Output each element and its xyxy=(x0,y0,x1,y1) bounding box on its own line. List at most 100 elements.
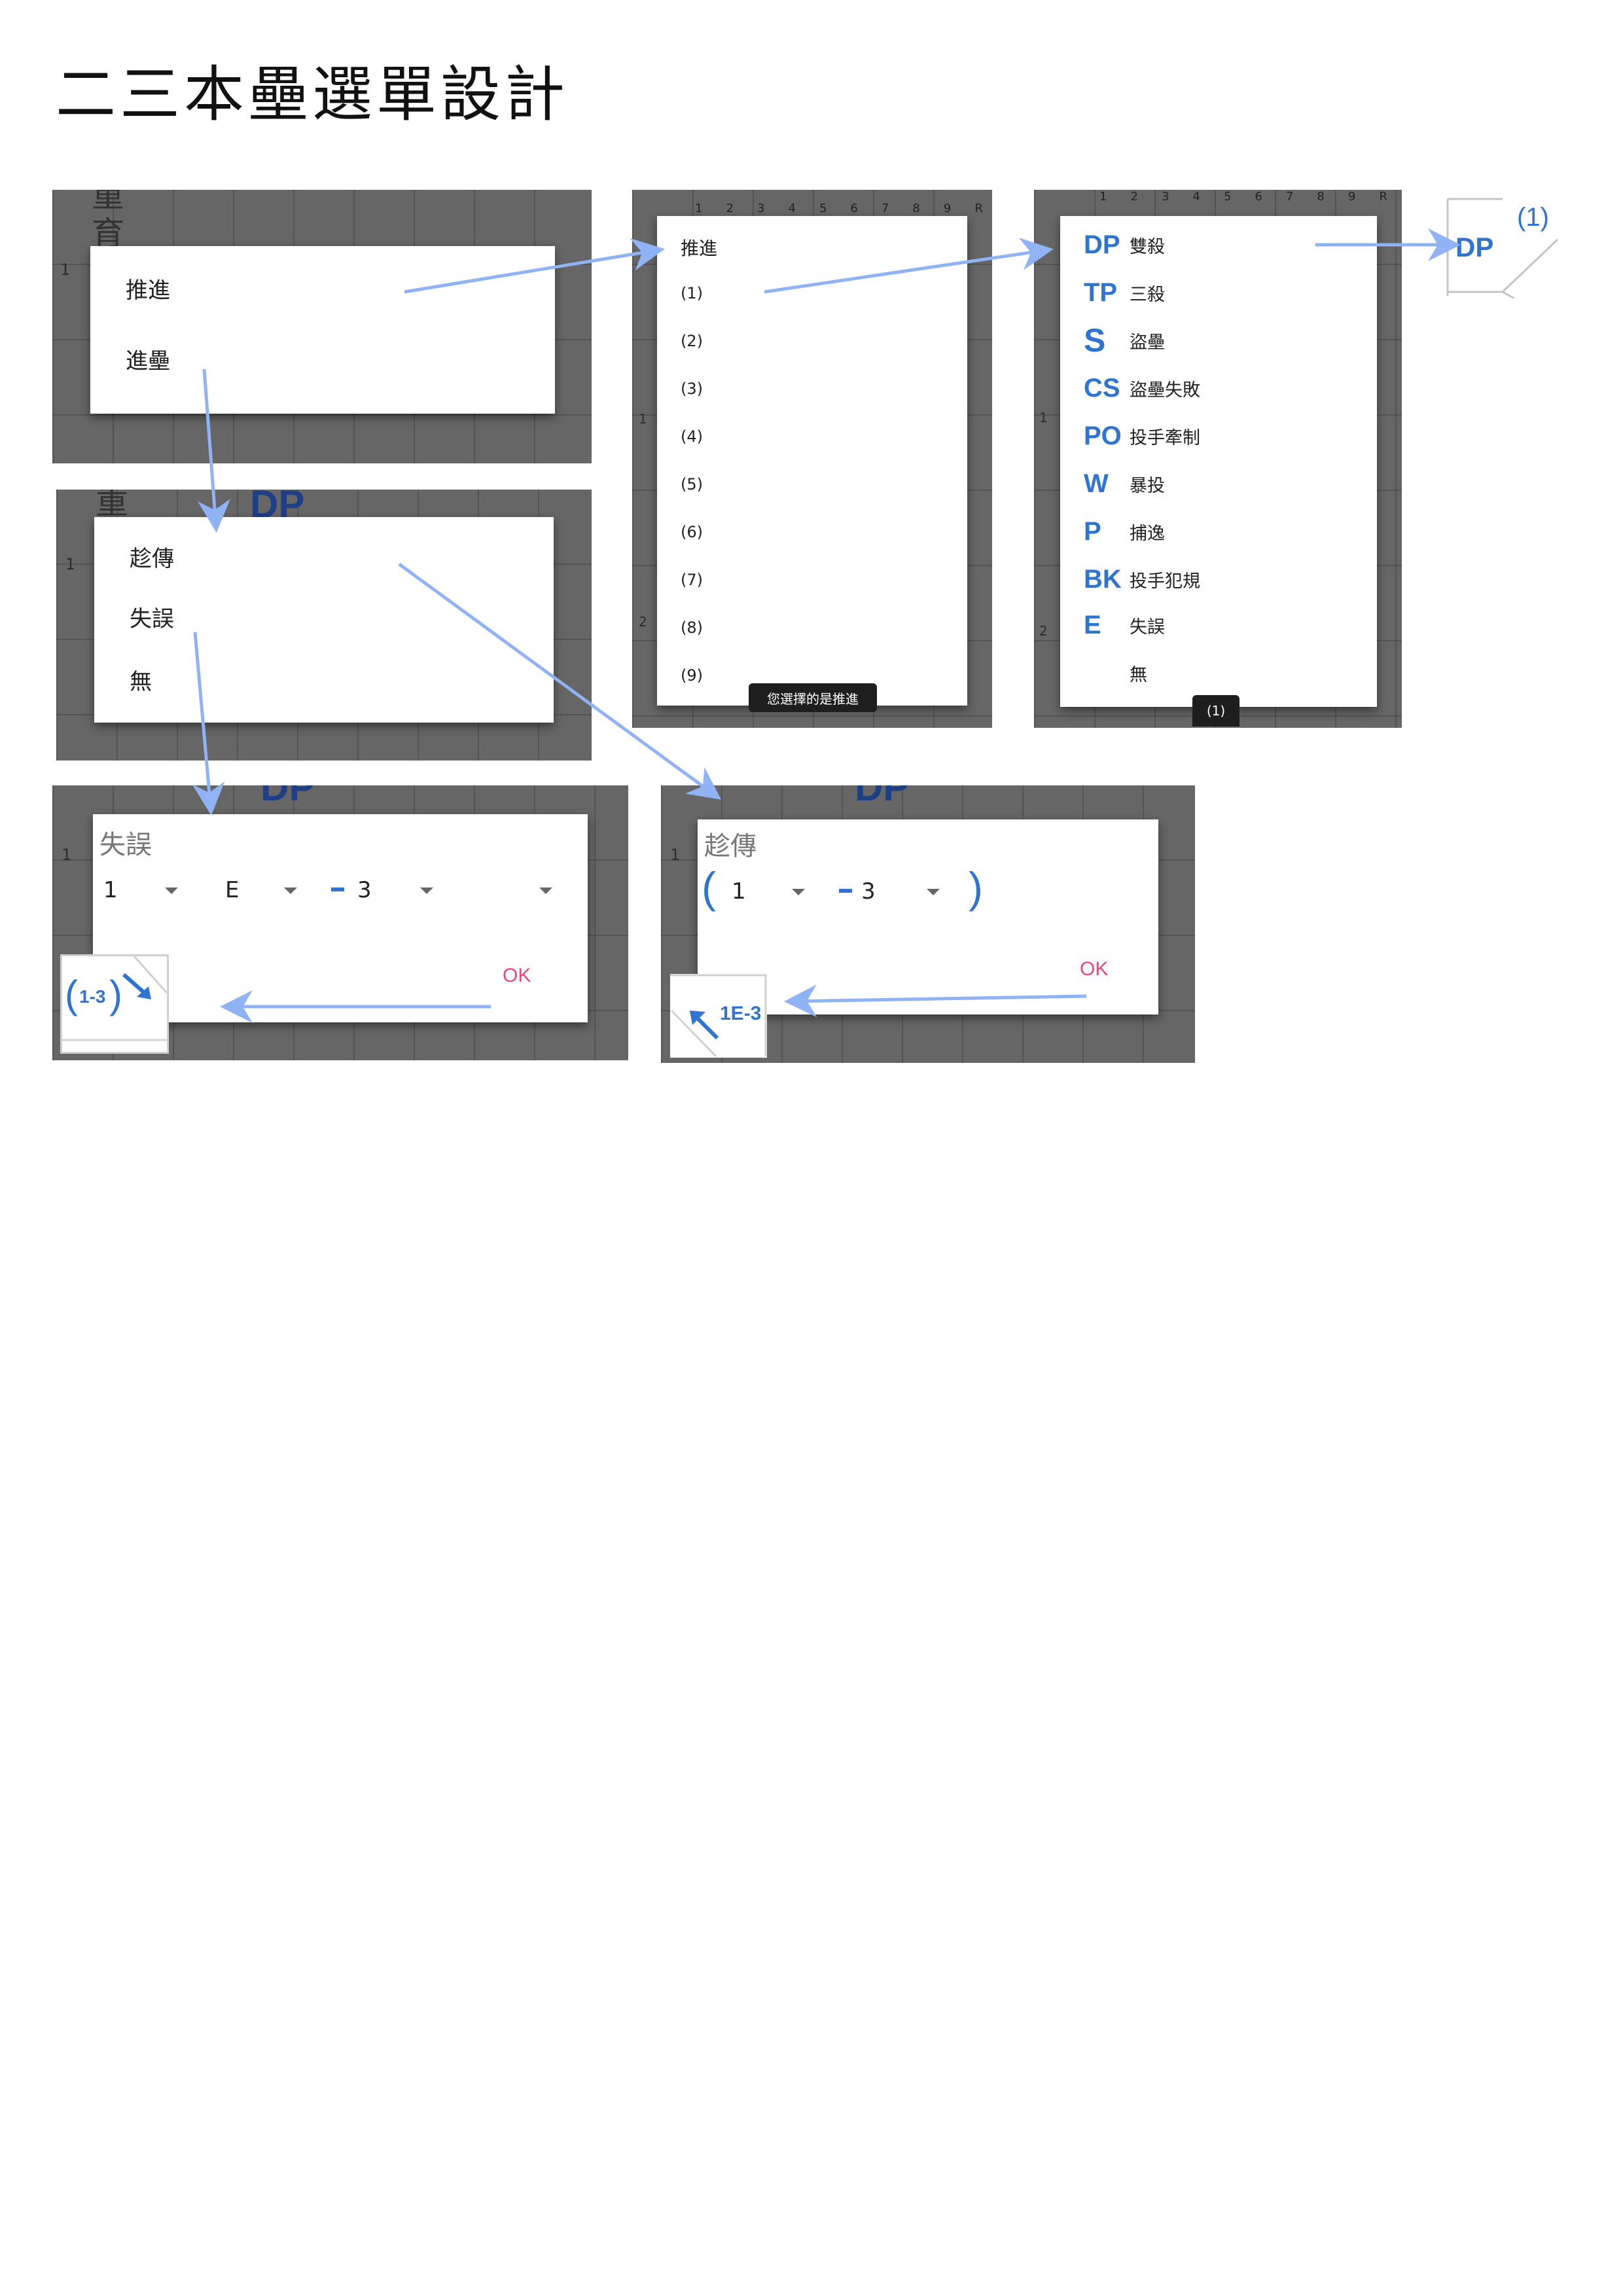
code-label: CS xyxy=(1084,373,1120,403)
bg-row-number: 2 xyxy=(1039,623,1048,639)
inning-number: 4 xyxy=(1192,190,1200,204)
bg-dp-mark: DP xyxy=(260,785,315,809)
bg-row-number: 1 xyxy=(65,555,76,573)
inning-number: 9 xyxy=(943,202,952,215)
list-item[interactable]: (9) xyxy=(681,666,703,685)
arrow-up-left-icon xyxy=(690,1011,719,1040)
code-label: DP xyxy=(1084,230,1120,259)
code-label: W xyxy=(1084,469,1109,498)
screenshot-advance-number-list: 1 2 3 4 5 6 7 8 9 R 1 2 推進 (1) (2) (3) (… xyxy=(632,190,992,728)
screenshot-throw-dialog: DP 1 趁傳 ( 1 3 ) OK 1E-3 xyxy=(661,785,1195,1063)
inning-header: 1 2 3 4 5 6 7 8 9 R xyxy=(695,202,983,215)
dialog-title: 失誤 xyxy=(99,830,152,860)
list-item[interactable]: (6) xyxy=(681,523,703,541)
cell-outline xyxy=(62,956,167,1041)
arrow-list-to-codes xyxy=(764,238,1054,294)
arrow-advance-to-list xyxy=(404,238,665,294)
bg-row-number: 2 xyxy=(639,614,647,630)
code-row-cs[interactable]: CS 盜壘失敗 xyxy=(1084,368,1200,408)
inning-number: 5 xyxy=(819,202,827,215)
list-item[interactable]: (3) xyxy=(681,380,703,398)
code-label: E xyxy=(1084,610,1101,639)
result-paren-close: ) xyxy=(109,973,122,1016)
dropdown-caret-icon[interactable] xyxy=(420,888,433,894)
error-code-select[interactable]: E xyxy=(225,877,240,903)
paren-close: ) xyxy=(969,863,983,912)
advance-number-list: 推進 (1) (2) (3) (4) (5) (6) (7) (8) (9) xyxy=(657,216,967,706)
to-base-select[interactable]: 3 xyxy=(357,877,372,903)
result-code: 1-3 xyxy=(79,986,106,1007)
inning-number: R xyxy=(974,202,983,215)
dash-separator xyxy=(331,888,344,891)
bg-row-number: 1 xyxy=(639,411,647,427)
result-paren-open: ( xyxy=(65,973,78,1016)
dropdown-caret-icon[interactable] xyxy=(539,888,552,894)
dialog-title: 趁傳 xyxy=(704,831,757,861)
cell-outline xyxy=(670,974,767,1058)
inning-number: 9 xyxy=(1347,190,1356,204)
arrow-error-to-dialog xyxy=(192,632,225,816)
list-item[interactable]: (8) xyxy=(681,619,703,637)
arrow-gain-to-reasons xyxy=(198,368,230,533)
inning-number: 1 xyxy=(695,202,703,215)
to-base-select[interactable]: 3 xyxy=(861,878,876,905)
code-desc: 投手牽制 xyxy=(1130,427,1200,448)
bg-dp-mark: DP xyxy=(855,785,910,809)
code-row-e[interactable]: E 失誤 xyxy=(1084,605,1165,645)
code-desc: 盜壘失敗 xyxy=(1130,380,1200,401)
list-item[interactable]: (2) xyxy=(681,332,703,350)
from-base-select[interactable]: 1 xyxy=(103,877,118,903)
inning-number: R xyxy=(1379,190,1387,204)
dropdown-caret-icon[interactable] xyxy=(284,888,297,894)
code-label: BK xyxy=(1084,564,1122,594)
list-item[interactable]: (5) xyxy=(681,475,703,493)
dash-separator xyxy=(839,889,852,893)
list-item[interactable]: (7) xyxy=(681,571,703,589)
from-base-select[interactable]: 1 xyxy=(732,878,746,905)
selection-toast: 您選擇的是推進 xyxy=(749,683,877,712)
dropdown-caret-icon[interactable] xyxy=(792,889,805,895)
inning-number: 6 xyxy=(850,202,858,215)
dropdown-caret-icon[interactable] xyxy=(927,889,940,895)
inning-number: 5 xyxy=(1223,190,1232,204)
dropdown-caret-icon[interactable] xyxy=(165,888,178,894)
code-desc: 失誤 xyxy=(1130,617,1165,637)
bg-team-label: 重 xyxy=(96,490,128,522)
bg-row-number: 1 xyxy=(60,260,71,279)
code-desc: 雙殺 xyxy=(1130,236,1165,257)
inning-number: 2 xyxy=(726,202,734,215)
ok-button[interactable]: OK xyxy=(1080,958,1109,980)
menu-item-throw[interactable]: 趁傳 xyxy=(130,546,174,572)
arrow-down-right-icon xyxy=(122,973,151,999)
code-label: PO xyxy=(1084,421,1122,450)
inning-number: 2 xyxy=(1130,190,1138,204)
menu-item-error[interactable]: 失誤 xyxy=(130,606,174,632)
list-item[interactable]: (4) xyxy=(681,427,703,446)
code-row-dp[interactable]: DP 雙殺 xyxy=(1084,225,1165,264)
list-item[interactable]: (1) xyxy=(681,284,703,302)
bg-row-number: 1 xyxy=(670,846,681,864)
screenshot-gain-reason-menu: 重 DP 1 趁傳 失誤 無 xyxy=(56,490,592,761)
screenshot-error-dialog: DP 1 失誤 1 E 3 OK ( 1-3 ) xyxy=(52,785,628,1060)
code-desc: 捕逸 xyxy=(1130,523,1165,544)
error-dialog: 失誤 1 E 3 OK xyxy=(93,814,588,1022)
bg-row-number: 1 xyxy=(1039,410,1048,425)
menu-item-advance[interactable]: 推進 xyxy=(126,278,170,304)
menu-item-base-gain[interactable]: 進壘 xyxy=(126,348,170,374)
page-title: 二三本壘選單設計 xyxy=(56,60,569,130)
code-row-po[interactable]: PO 投手牽制 xyxy=(1084,416,1200,456)
inning-number: 1 xyxy=(1099,190,1107,204)
paren-open: ( xyxy=(702,863,716,912)
code-row-none[interactable]: 無 xyxy=(1084,653,1147,692)
ok-button[interactable]: OK xyxy=(503,965,531,986)
inning-number: 8 xyxy=(912,202,920,215)
menu-item-none[interactable]: 無 xyxy=(130,669,152,695)
arrow-throw-to-dialog xyxy=(398,562,722,800)
